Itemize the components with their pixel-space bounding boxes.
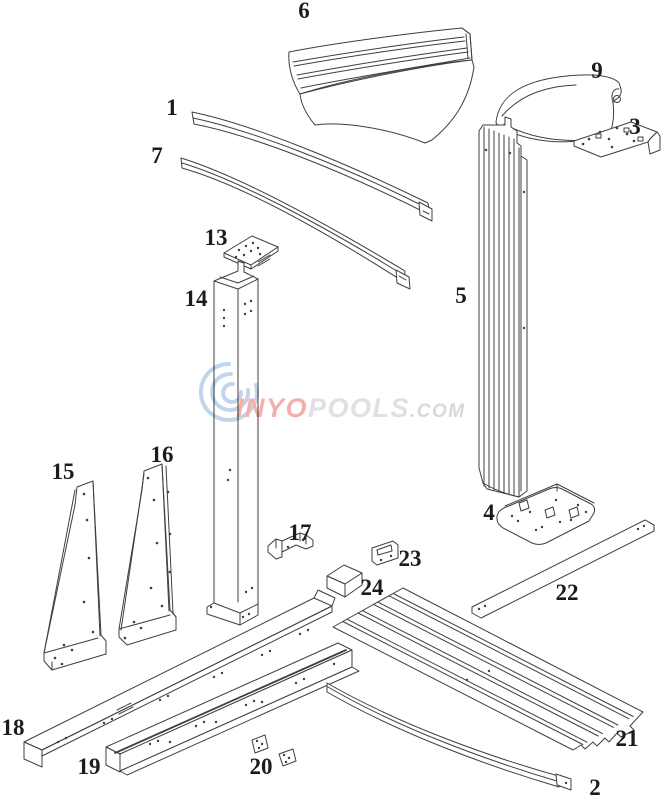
part-2-curved-bottom-rail-drawing: [326, 682, 572, 791]
part-22-strap-drawing: [471, 519, 655, 619]
part-14-label: 14: [185, 286, 209, 311]
watermark-text-inyo: INYO: [236, 393, 308, 423]
part-18-label: 18: [2, 715, 25, 740]
part-19-label: 19: [78, 754, 101, 779]
part-2-label: 2: [589, 775, 601, 800]
part-4-label: 4: [483, 500, 495, 525]
part-3-label: 3: [629, 114, 641, 139]
watermark-text-pools: POOLS: [308, 393, 410, 423]
part-23-label: 23: [399, 546, 422, 571]
part-24-label: 24: [361, 575, 385, 600]
part-20-small-plates-drawing: [251, 734, 297, 767]
part-3-top-plate-drawing: [573, 121, 661, 158]
part-18-channel-rail-drawing: [23, 589, 336, 768]
part-13-plate-drawing: [223, 235, 279, 270]
watermark: INYOPOOLS.COM: [198, 361, 466, 423]
watermark-text-com: .COM: [410, 401, 466, 422]
part-19-deep-channel-rail-drawing: [105, 642, 360, 776]
part-23-slotted-plate-drawing: [371, 540, 399, 566]
part-21-corrugated-panel-drawing: [332, 587, 644, 751]
part-24-box-drawing: [326, 564, 363, 598]
part-17-label: 17: [289, 520, 312, 545]
part-1-label: 1: [166, 95, 178, 120]
part-15-wedge-support-drawing: [43, 480, 107, 671]
part-16-label: 16: [151, 442, 174, 467]
watermark-text: INYOPOOLS.COM: [236, 393, 466, 423]
part-21-label: 21: [616, 726, 639, 751]
part-5-label: 5: [455, 283, 467, 308]
part-1-curved-rail-drawing: [191, 111, 433, 222]
part-22-label: 22: [556, 580, 579, 605]
part-9-label: 9: [591, 58, 603, 83]
watermark-swirl-logo: [198, 361, 259, 422]
part-7-curved-strip-drawing: [180, 157, 411, 290]
part-16-wedge-support-drawing: [118, 463, 177, 646]
part-6-top-ledge-drawing: [288, 27, 475, 144]
part-5-upright-column-drawing: [478, 116, 528, 498]
part-6-label: 6: [298, 0, 310, 23]
part-4-bottom-plate-drawing: [496, 483, 596, 545]
part-13-label: 13: [205, 225, 228, 250]
part-15-label: 15: [52, 459, 75, 484]
part-20-label: 20: [250, 754, 273, 779]
part-7-label: 7: [151, 143, 163, 168]
part-17-bracket-drawing: [267, 532, 314, 560]
part-14-upright-column-drawing: [206, 260, 259, 626]
